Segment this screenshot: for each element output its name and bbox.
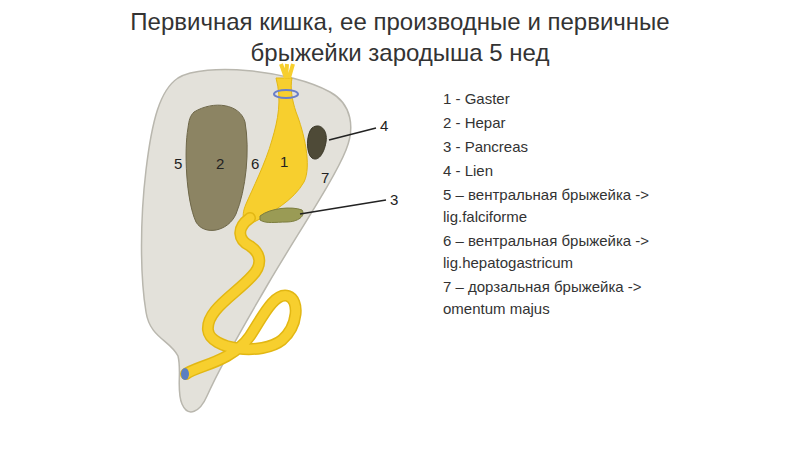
- callout-number: 7: [321, 170, 329, 186]
- leader-line: [300, 200, 386, 214]
- esophagus-top: [281, 64, 293, 78]
- liver-shape: [186, 105, 247, 230]
- diaphragm-ring: [274, 90, 298, 98]
- legend-text: 3 - Pancreas: [443, 136, 675, 158]
- callout-number: 2: [216, 156, 224, 172]
- legend-text: 6 – вентральная брыжейка -> lig.hepatoga…: [443, 230, 675, 274]
- diagram-title: Первичная кишка, ее производные и первич…: [120, 6, 680, 68]
- legend-text: 5 – вентральная брыжейка -> lig.falcifor…: [443, 184, 675, 228]
- intestine-tube: [186, 218, 296, 374]
- callout-number: 6: [251, 156, 259, 172]
- legend-text: 4 - Lien: [443, 160, 675, 182]
- stomach-shape: [243, 78, 307, 223]
- legend-text: 2 - Hepar: [443, 112, 675, 134]
- callout-number: 3: [390, 192, 398, 208]
- spleen-shape: [308, 126, 327, 159]
- legend-text: 1 - Gaster: [443, 88, 675, 110]
- legend-text: 7 – дорзальная брыжейка -> omentum majus: [443, 276, 675, 320]
- leader-line: [329, 128, 376, 140]
- intestine-tube: [186, 218, 296, 374]
- mesentery-region: [142, 70, 351, 412]
- pancreas-shape: [260, 208, 303, 223]
- callout-number: 1: [280, 154, 288, 170]
- callout-number: 5: [174, 156, 182, 172]
- cloaca-end: [181, 368, 189, 380]
- callout-number: 4: [380, 118, 388, 134]
